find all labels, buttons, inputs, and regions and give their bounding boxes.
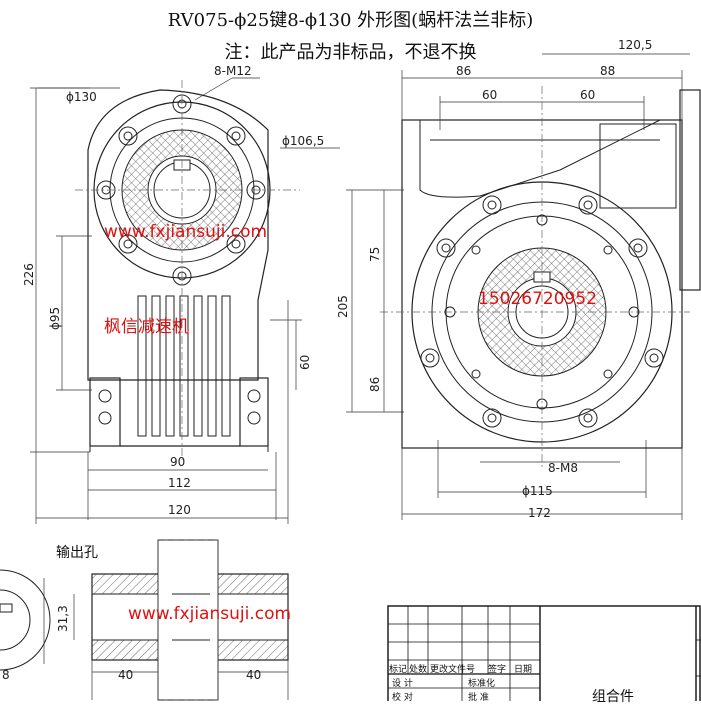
- left-center-height: 60: [298, 354, 312, 370]
- left-total-height: 226: [22, 263, 36, 286]
- tb-design: 设 计: [392, 679, 413, 689]
- bore-end-circle: [0, 569, 51, 671]
- left-bolt-spec: 8-M12: [214, 64, 252, 78]
- tb-sign: 签字: [488, 665, 507, 675]
- right-half-left: 60: [482, 88, 498, 102]
- tb-approve: 批 准: [468, 693, 489, 703]
- left-pcd-diameter: ϕ106,5: [282, 134, 325, 148]
- left-view: [30, 77, 340, 524]
- watermark-url-bottom: www.fxjiansuji.com: [128, 604, 292, 624]
- drawing-title: RV075-ϕ25键8-ϕ130 外形图(蜗杆法兰非标): [167, 10, 534, 31]
- watermark-brand: 枫信减速机: [104, 317, 189, 337]
- right-right-width: 88: [600, 64, 616, 78]
- left-fins: [137, 295, 231, 437]
- right-view: [346, 53, 701, 520]
- tb-date: 日期: [514, 665, 533, 675]
- right-total-width: 172: [528, 506, 551, 520]
- right-hole-spec: 8-M8: [548, 461, 578, 475]
- right-total-height: 205: [336, 295, 350, 318]
- drawing-note: 注：此产品为非标品，不退不换: [224, 42, 477, 63]
- title-block-lines: [387, 605, 701, 701]
- output-edge-dimension: 8: [2, 668, 10, 682]
- output-right-length: 40: [246, 668, 262, 682]
- right-bolt-holes: [420, 195, 664, 428]
- tb-standard: 标准化: [468, 679, 496, 689]
- left-flange-diameter: ϕ130: [66, 90, 97, 104]
- right-worm-housing: [419, 119, 661, 198]
- right-top-width: 120,5: [618, 38, 653, 52]
- tb-assembly: 组合件: [592, 689, 634, 705]
- right-half-right: 60: [580, 88, 596, 102]
- right-pcd-diameter: ϕ115: [522, 484, 553, 498]
- tb-mark: 标记: [389, 665, 408, 675]
- left-pilot-diameter: ϕ95: [48, 306, 62, 330]
- watermark-url-top: www.fxjiansuji.com: [104, 222, 268, 242]
- output-hub-dimension: 31,3: [56, 605, 70, 632]
- right-dimensions: [346, 53, 690, 520]
- tb-check: 校 对: [392, 693, 413, 703]
- tb-change-doc: 更改文件号: [430, 665, 476, 675]
- right-lower-height: 86: [368, 376, 382, 392]
- right-left-width: 86: [456, 64, 472, 78]
- left-total-width: 120: [168, 503, 191, 517]
- right-upper-height: 75: [368, 246, 382, 262]
- right-motor-flange: [679, 89, 701, 291]
- left-feet-width: 90: [170, 455, 186, 469]
- output-left-length: 40: [118, 668, 134, 682]
- watermark-phone: 15026720952: [478, 289, 597, 309]
- left-housing-outline: [87, 89, 269, 381]
- output-bore-label: 输出孔: [56, 545, 98, 561]
- output-bore-section: [0, 539, 289, 701]
- tb-count: 处数: [409, 665, 428, 675]
- left-dimensions: [30, 77, 340, 524]
- left-base-width: 112: [168, 476, 191, 490]
- left-feet: [89, 377, 269, 452]
